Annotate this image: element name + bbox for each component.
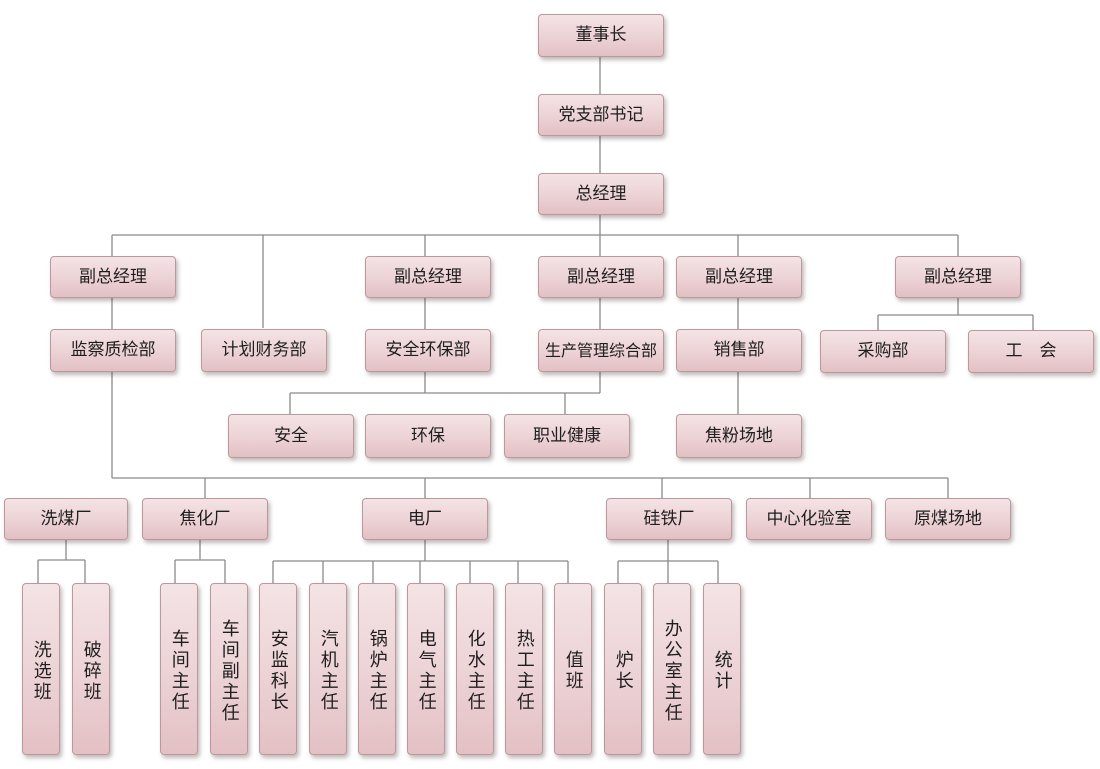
node-coal-washing-plant: 洗煤厂: [4, 498, 128, 540]
node-party-secretary: 党支部书记: [538, 94, 664, 136]
node-electrical-director: 电气主任: [407, 583, 445, 755]
node-chemical-water-director: 化水主任: [456, 583, 494, 755]
node-environment: 环保: [365, 414, 491, 458]
node-turbine-director: 汽机主任: [309, 583, 347, 755]
node-inspection-dept: 监察质检部: [50, 329, 176, 372]
node-raw-coal-yard: 原煤场地: [885, 498, 1011, 540]
node-deputy-gm-1: 副总经理: [50, 256, 176, 298]
node-deputy-gm-4: 副总经理: [676, 256, 802, 298]
node-coking-plant: 焦化厂: [142, 498, 268, 540]
node-deputy-gm-3: 副总经理: [538, 256, 664, 298]
node-safety-env-dept: 安全环保部: [365, 329, 491, 372]
node-production-dept: 生产管理综合部: [538, 329, 664, 372]
node-workshop-director: 车间主任: [160, 583, 198, 755]
node-safety: 安全: [228, 414, 354, 458]
node-power-plant: 电厂: [362, 498, 488, 540]
node-boiler-director: 锅炉主任: [358, 583, 396, 755]
node-office-director: 办公室主任: [653, 583, 691, 755]
node-ferrosilicon-plant: 硅铁厂: [606, 498, 732, 540]
node-central-lab: 中心化验室: [746, 498, 872, 540]
node-chairman: 董事长: [538, 14, 664, 57]
node-thermal-director: 热工主任: [505, 583, 543, 755]
node-washing-team: 洗选班: [22, 583, 60, 755]
node-union: 工 会: [968, 330, 1094, 373]
node-workshop-deputy-director: 车间副主任: [210, 583, 248, 755]
node-on-duty-team: 值班: [554, 583, 592, 755]
node-sales-dept: 销售部: [676, 329, 802, 372]
node-coke-powder-yard: 焦粉场地: [676, 414, 802, 458]
node-deputy-gm-2: 副总经理: [365, 256, 491, 298]
node-furnace-chief: 炉长: [604, 583, 642, 755]
node-crushing-team: 破碎班: [72, 583, 110, 755]
node-statistics: 统计: [703, 583, 741, 755]
node-general-manager: 总经理: [538, 173, 664, 215]
node-occupational-health: 职业健康: [504, 414, 630, 458]
node-deputy-gm-5: 副总经理: [895, 256, 1021, 298]
node-safety-supervision-chief: 安监科长: [259, 583, 297, 755]
node-finance-dept: 计划财务部: [201, 329, 327, 372]
node-purchase-dept: 采购部: [820, 330, 946, 373]
